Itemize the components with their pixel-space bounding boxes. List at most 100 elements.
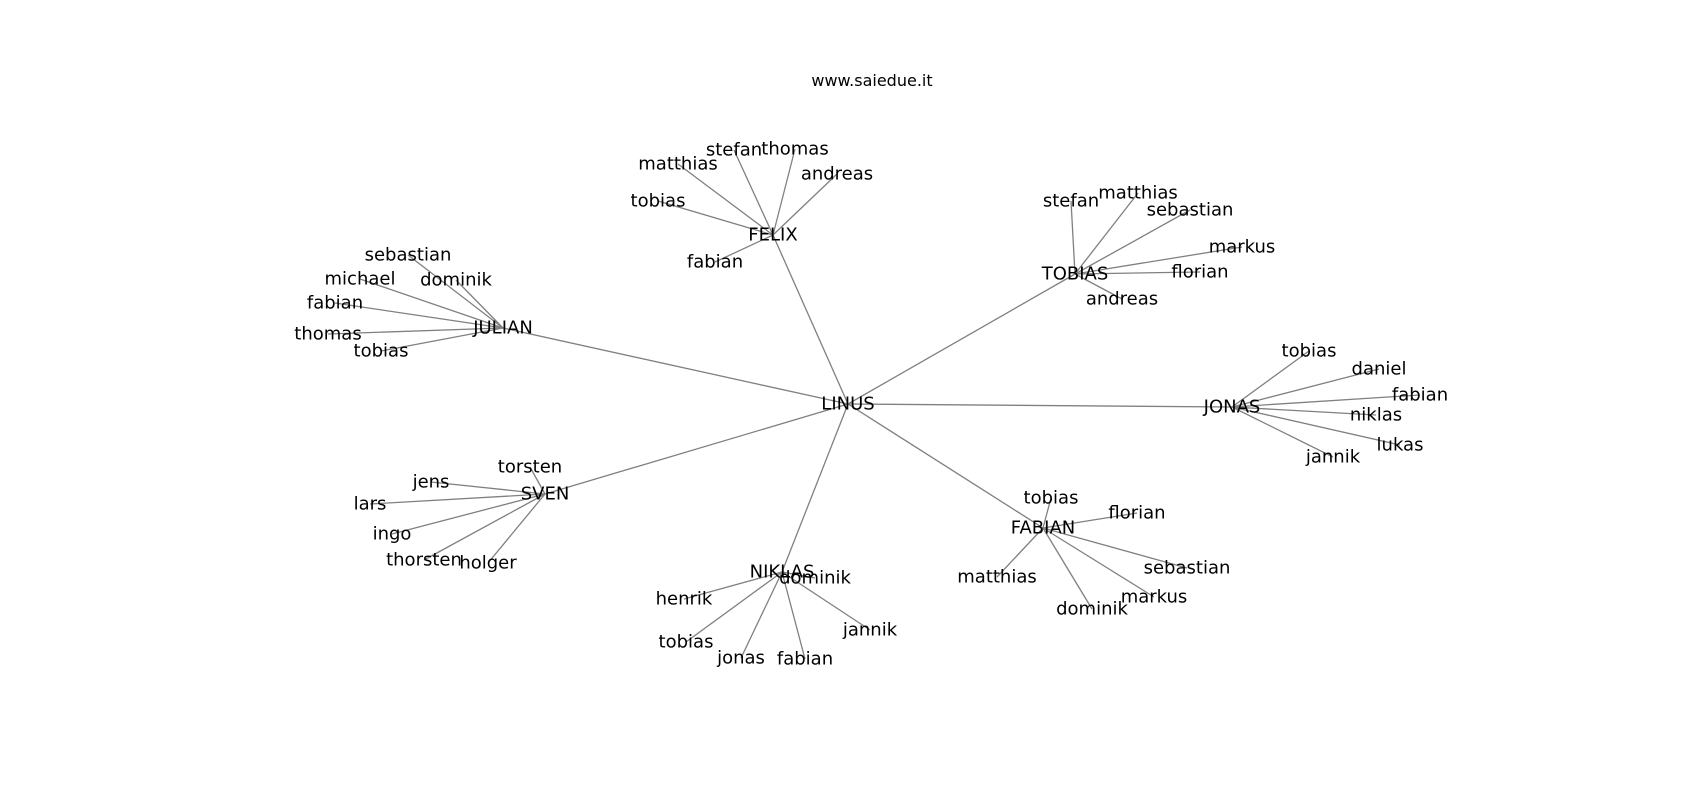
edge-julian-fabian xyxy=(334,302,504,329)
hub-node-label: JULIAN xyxy=(472,318,533,339)
edge-root-tobias xyxy=(847,273,1076,405)
leaf-node-label: tobias xyxy=(354,341,409,362)
edge-fabian-florian xyxy=(1042,512,1138,529)
leaf-node-label: jannik xyxy=(842,620,898,641)
leaf-node-label: dominik xyxy=(1056,599,1128,620)
hub-node-label: FELIX xyxy=(748,225,797,246)
leaf-node-label: florian xyxy=(1108,503,1165,524)
leaf-node-label: niklas xyxy=(1350,405,1402,426)
leaf-node-label: sebastian xyxy=(1144,558,1231,579)
leaf-node-label: jens xyxy=(412,472,450,493)
edge-fabian-markus xyxy=(1042,527,1155,598)
leaf-node-label: fabian xyxy=(1392,385,1448,406)
leaf-node-label: thomas xyxy=(294,324,361,345)
leaf-node-label: andreas xyxy=(1086,289,1158,310)
edge-sven-holger xyxy=(487,493,546,564)
leaf-node-label: markus xyxy=(1209,237,1276,258)
leaf-node-label: tobias xyxy=(1024,488,1079,509)
edge-julian-sebastian xyxy=(407,254,504,329)
leaf-node-label: daniel xyxy=(1352,359,1407,380)
leaf-node-label: thorsten xyxy=(386,550,462,571)
edge-jonas-tobias xyxy=(1231,350,1310,408)
edge-root-fabian xyxy=(847,403,1044,529)
leaf-node-label: fabian xyxy=(687,252,743,273)
edge-julian-michael xyxy=(359,278,504,329)
leaf-node-label: tobias xyxy=(659,632,714,653)
leaf-node-label: tobias xyxy=(1282,341,1337,362)
leaf-node-label: florian xyxy=(1171,262,1228,283)
edge-sven-jens xyxy=(430,481,546,495)
root-node-label: LINUS xyxy=(821,394,874,415)
edge-felix-stefan xyxy=(733,149,774,236)
leaf-node-label: jonas xyxy=(716,648,765,669)
leaf-node-label: dominik xyxy=(779,568,851,589)
edge-jonas-lukas xyxy=(1231,406,1401,446)
edge-sven-ingo xyxy=(391,493,546,535)
edge-fabian-tobias xyxy=(1042,497,1052,529)
edge-sven-torsten xyxy=(529,466,546,495)
leaf-node-label: ingo xyxy=(373,524,412,545)
edge-julian-dominik xyxy=(455,279,504,329)
edge-root-julian xyxy=(502,327,849,405)
leaf-node-label: henrik xyxy=(656,589,713,610)
edge-felix-thomas xyxy=(772,148,796,236)
edge-jonas-daniel xyxy=(1231,368,1380,408)
hub-node-label: NIKLAS xyxy=(750,562,815,583)
leaf-node-label: tobias xyxy=(631,191,686,212)
edge-felix-matthias xyxy=(677,163,774,236)
leaf-node-label: michael xyxy=(325,269,396,290)
edge-root-niklas xyxy=(781,403,849,573)
page-title: www.saiedue.it xyxy=(811,71,933,90)
leaf-node-label: fabian xyxy=(777,649,833,670)
edge-felix-andreas xyxy=(772,173,838,236)
edge-jonas-niklas xyxy=(1231,406,1377,416)
leaf-node-label: stefan xyxy=(706,140,762,161)
edge-jonas-jannik xyxy=(1231,406,1334,458)
edge-niklas-jannik xyxy=(781,571,871,631)
leaf-node-label: fabian xyxy=(307,293,363,314)
edge-julian-thomas xyxy=(327,327,504,335)
edge-jonas-fabian xyxy=(1231,394,1421,408)
edge-niklas-jonas xyxy=(740,571,783,659)
leaf-node-label: thomas xyxy=(761,139,828,160)
hub-node-label: FABIAN xyxy=(1011,518,1075,539)
leaf-node-label: sebastian xyxy=(365,245,452,266)
hub-node-label: JONAS xyxy=(1203,397,1261,418)
leaf-node-label: torsten xyxy=(498,457,562,478)
edge-fabian-dominik xyxy=(1042,527,1093,610)
leaf-node-label: matthias xyxy=(957,567,1037,588)
edge-niklas-henrik xyxy=(683,571,783,600)
leaf-node-label: jannik xyxy=(1305,447,1361,468)
leaf-node-label: dominik xyxy=(420,270,492,291)
edge-felix-tobias xyxy=(657,200,774,236)
edge-fabian-sebastian xyxy=(1042,527,1188,569)
edge-felix-fabian xyxy=(714,234,774,263)
edge-layer xyxy=(327,148,1421,660)
edge-niklas-dominik xyxy=(781,571,816,579)
edge-tobias-markus xyxy=(1074,246,1243,275)
leaf-node-label: andreas xyxy=(801,164,873,185)
edge-sven-lars xyxy=(369,493,546,505)
edge-root-jonas xyxy=(847,403,1233,408)
edge-niklas-fabian xyxy=(781,571,806,660)
leaf-node-label: markus xyxy=(1121,587,1188,608)
hub-node-label: SVEN xyxy=(521,484,570,505)
edge-tobias-sebastian xyxy=(1074,209,1191,275)
leaf-node-label: sebastian xyxy=(1147,200,1234,221)
leaf-node-label: matthias xyxy=(1098,183,1178,204)
edge-fabian-matthias xyxy=(996,527,1044,578)
edge-niklas-tobias xyxy=(685,571,783,643)
leaf-node-label: matthias xyxy=(638,154,718,175)
edge-sven-thorsten xyxy=(423,493,546,561)
edge-tobias-andreas xyxy=(1074,273,1123,300)
leaf-node-label: holger xyxy=(459,553,517,574)
leaf-node-label: stefan xyxy=(1043,191,1099,212)
edge-tobias-stefan xyxy=(1070,200,1076,275)
edge-tobias-florian xyxy=(1074,271,1201,275)
edge-root-sven xyxy=(544,403,849,495)
leaf-node-label: lars xyxy=(354,494,387,515)
edge-julian-tobias xyxy=(380,327,504,352)
hub-node-label: TOBIAS xyxy=(1041,264,1109,285)
